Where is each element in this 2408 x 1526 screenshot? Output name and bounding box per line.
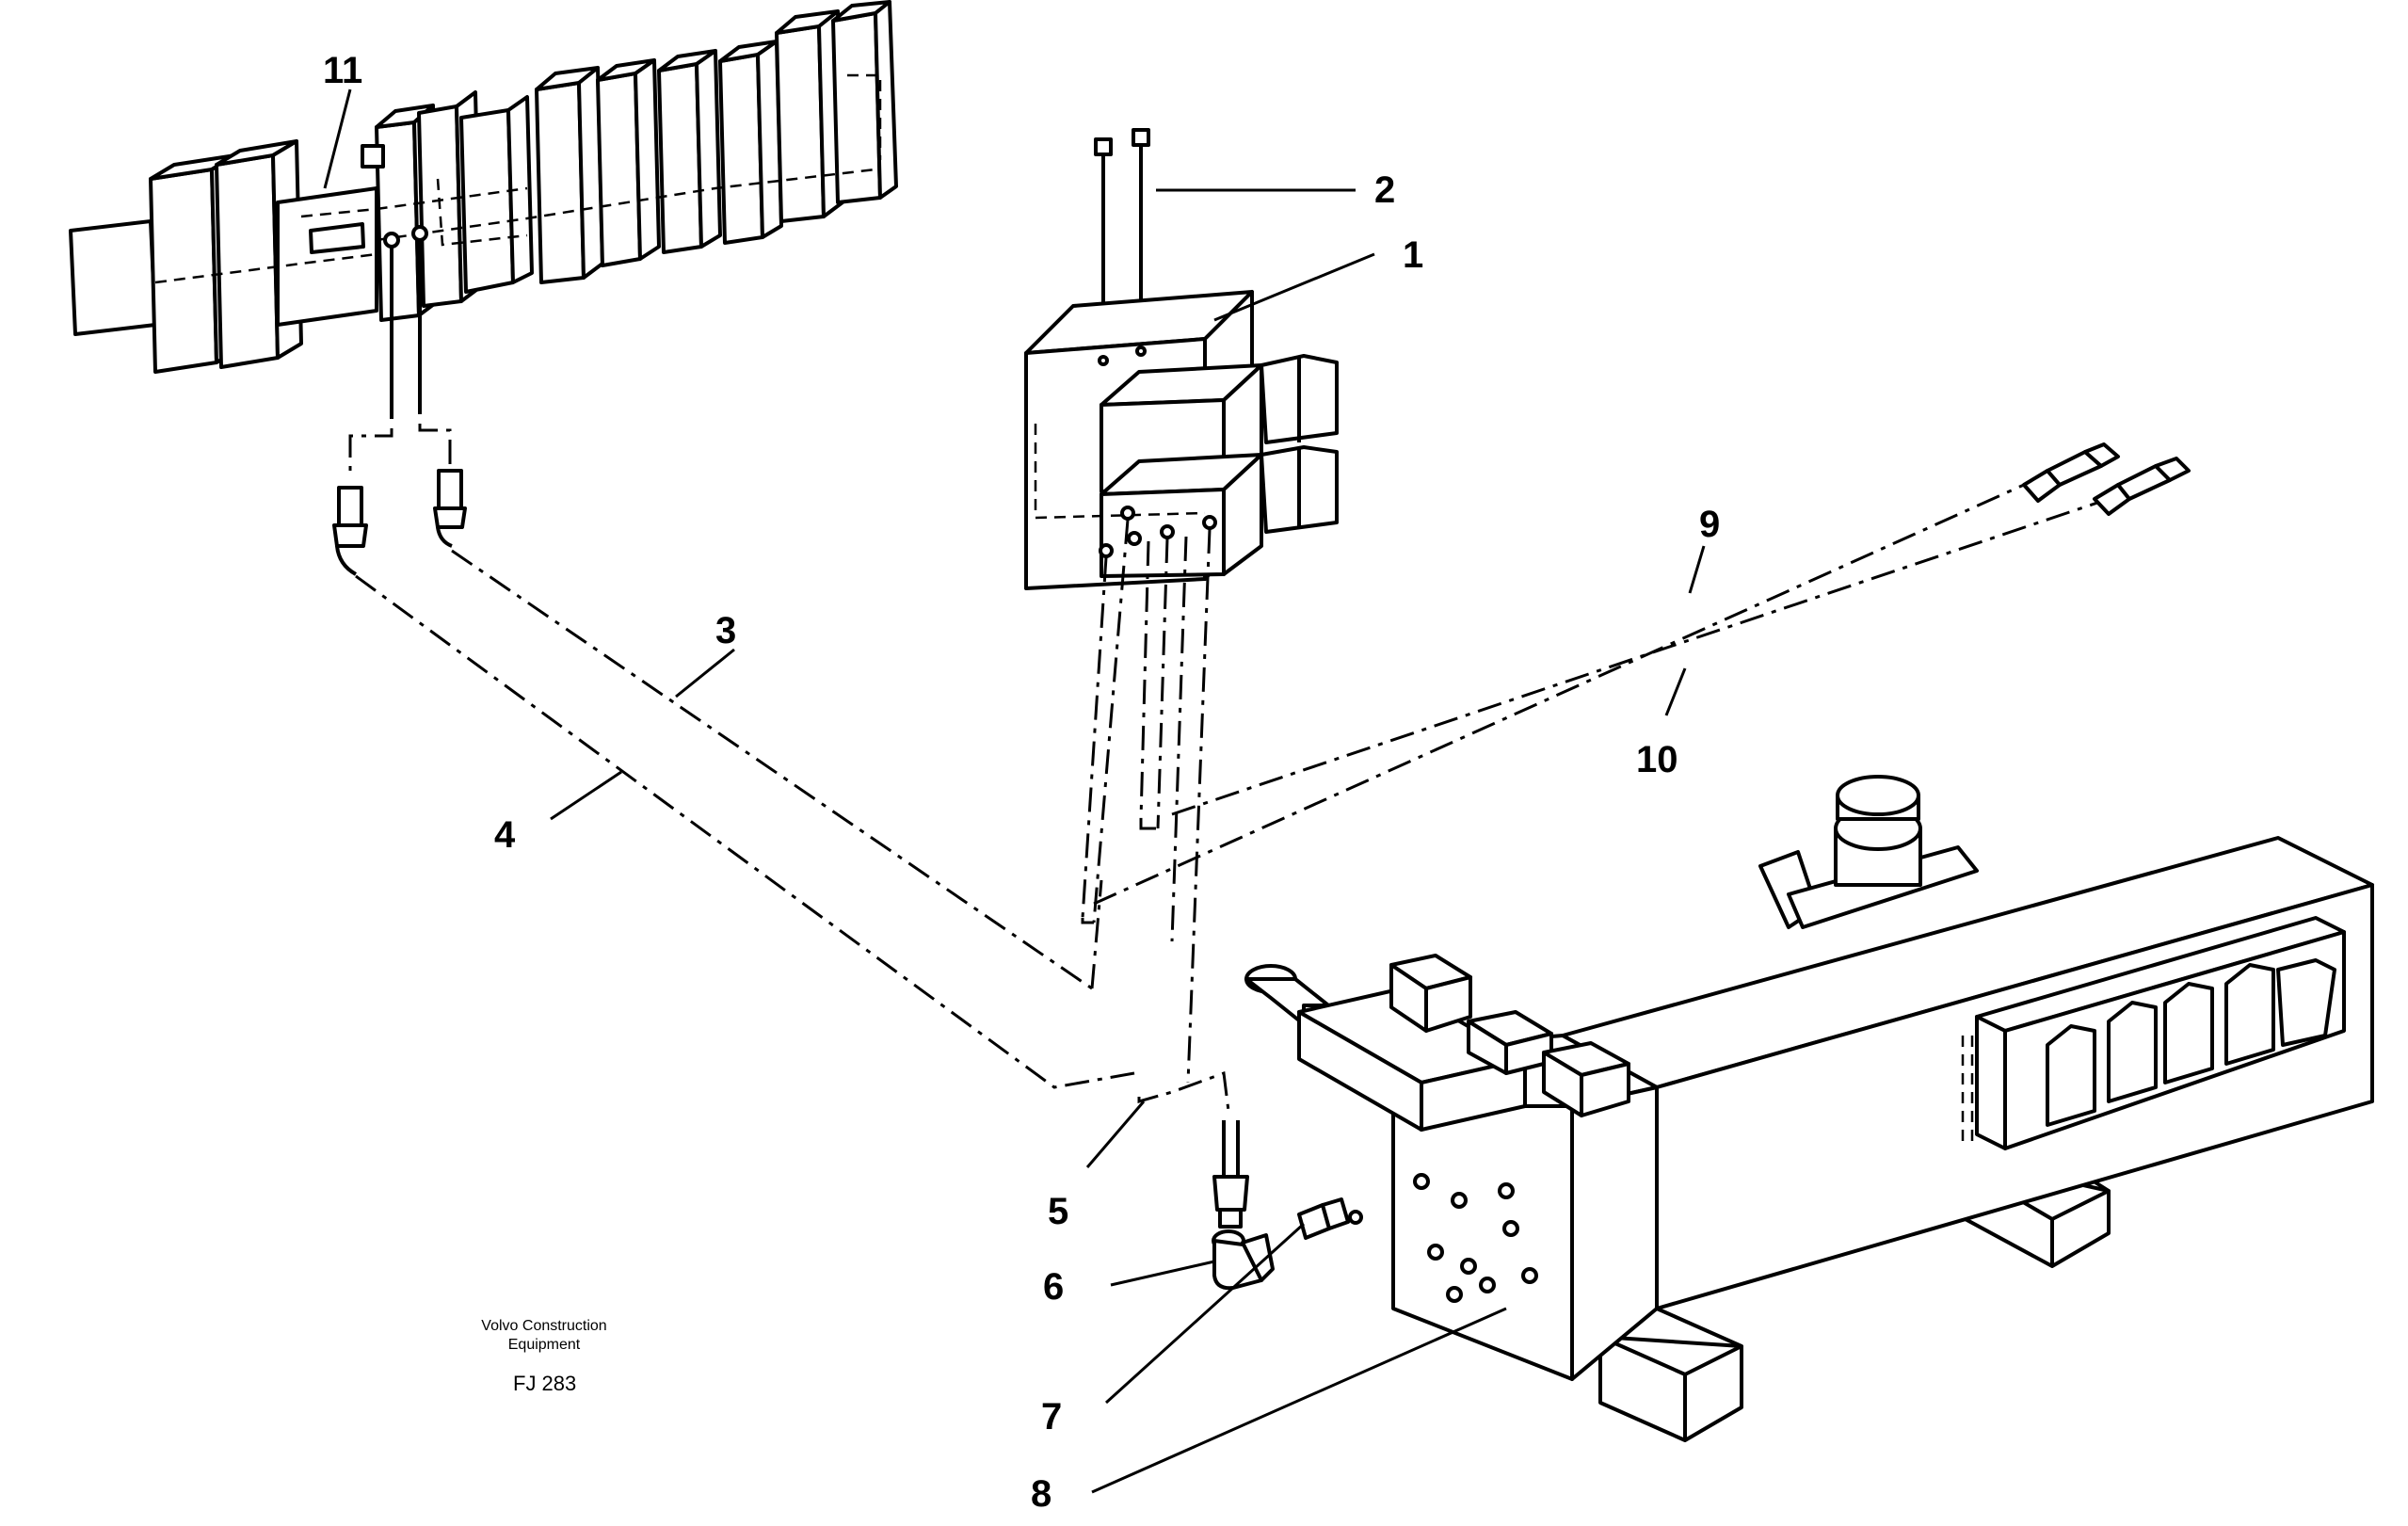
callout-3: 3 bbox=[715, 610, 736, 651]
callout-11: 11 bbox=[323, 50, 362, 91]
callout-9: 9 bbox=[1699, 504, 1720, 545]
callout-7: 7 bbox=[1041, 1396, 1062, 1438]
callout-2: 2 bbox=[1374, 169, 1395, 211]
figure-code: FJ 283 bbox=[513, 1372, 576, 1395]
hose-pair-3-4 bbox=[332, 240, 1135, 1089]
hoses-5-9-10 bbox=[1081, 442, 2191, 1112]
pilot-valve-block bbox=[1024, 128, 1339, 590]
elbow-fitting bbox=[1212, 1120, 1275, 1291]
callout-5: 5 bbox=[1048, 1191, 1068, 1232]
company-line-1: Volvo Construction bbox=[481, 1318, 606, 1334]
callout-8: 8 bbox=[1031, 1473, 1051, 1515]
hose-end-9 bbox=[2022, 442, 2120, 503]
main-valve-body bbox=[1244, 775, 2374, 1442]
leader-lines bbox=[323, 88, 1706, 1494]
fitting-left bbox=[332, 486, 368, 576]
callout-labels: 1 2 3 4 5 6 7 8 9 10 11 bbox=[323, 50, 1720, 1515]
callout-1: 1 bbox=[1403, 234, 1423, 276]
fitting-right bbox=[433, 469, 467, 548]
caption: Volvo Construction Equipment FJ 283 bbox=[481, 1318, 606, 1395]
callout-4: 4 bbox=[494, 814, 516, 856]
callout-6: 6 bbox=[1043, 1266, 1064, 1308]
adapter-fitting bbox=[1297, 1197, 1363, 1240]
hose-end-10 bbox=[2093, 457, 2191, 516]
valve-bank bbox=[69, 0, 898, 374]
company-line-2: Equipment bbox=[508, 1337, 581, 1353]
callout-10: 10 bbox=[1636, 739, 1678, 780]
